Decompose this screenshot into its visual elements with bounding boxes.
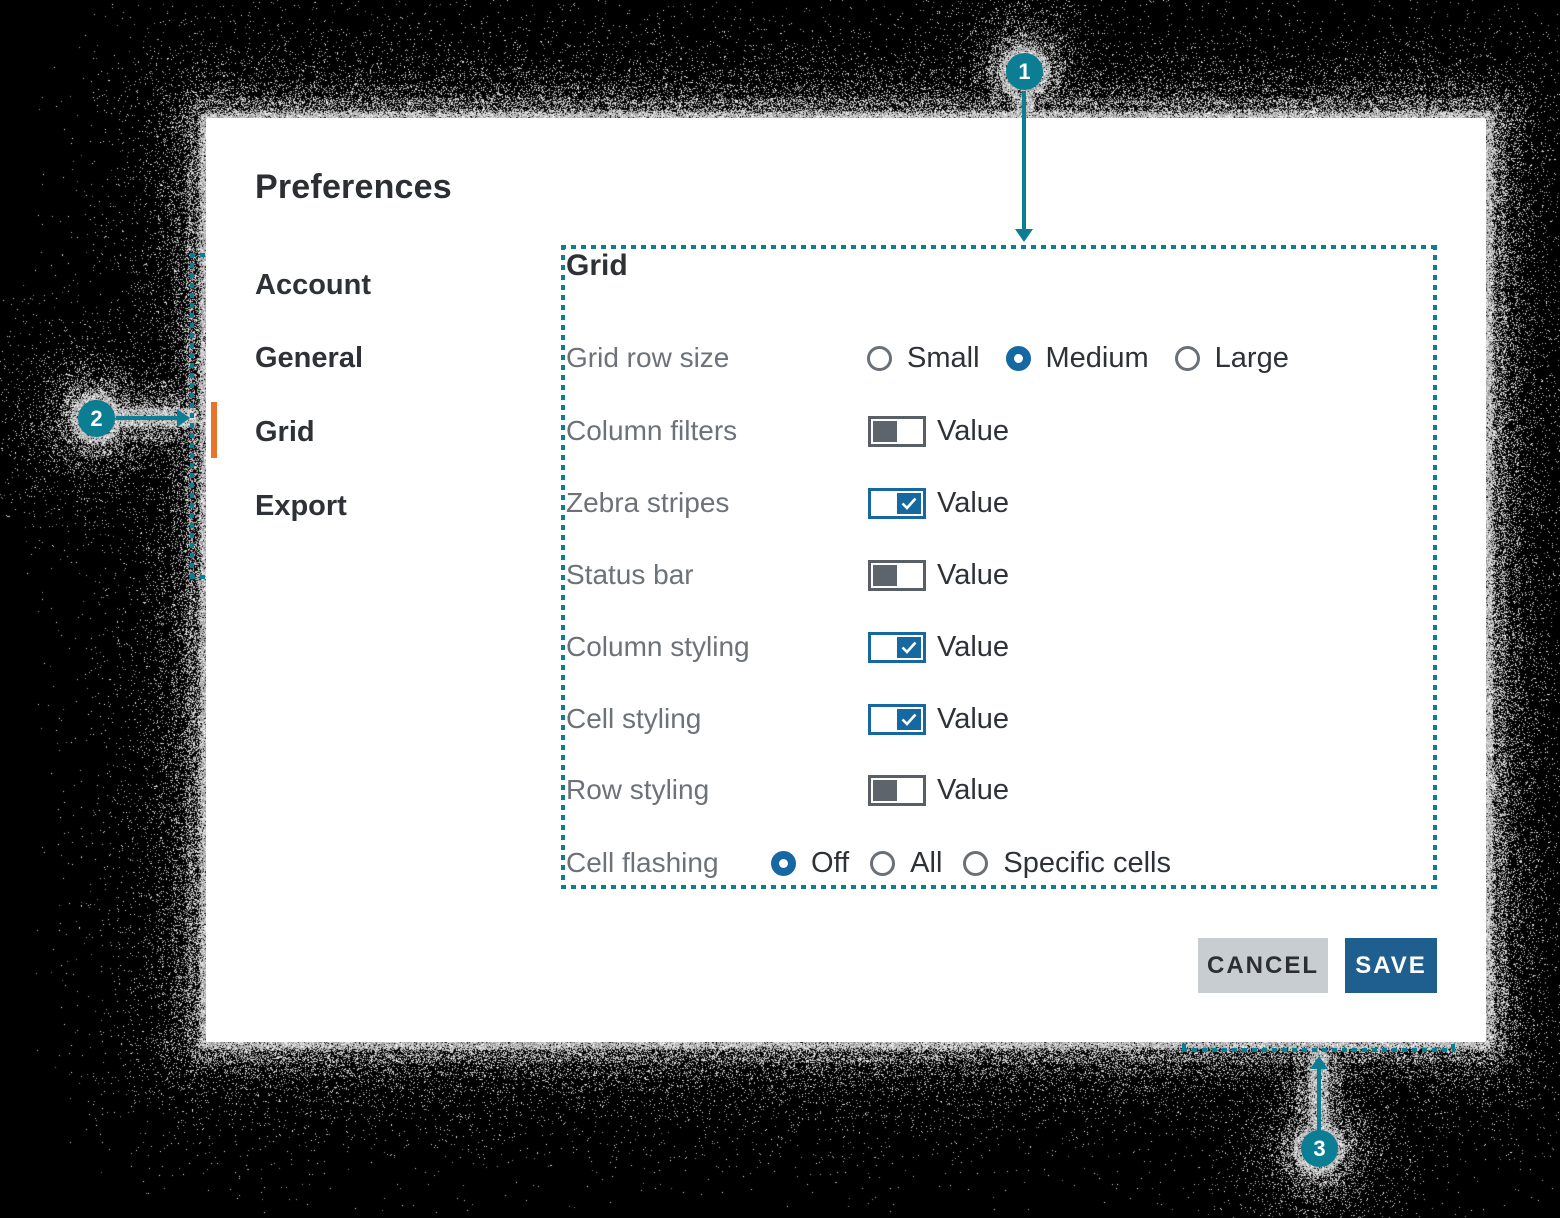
sidebar-nav: AccountGeneralGridExport [206, 118, 506, 1042]
toggle-control: Value [868, 487, 1009, 520]
outline-edge [561, 245, 565, 889]
radio-group-control: Small Medium Large [867, 342, 1289, 375]
callout-1-arrowhead-icon [1015, 229, 1033, 242]
panel-header: Grid [566, 249, 628, 283]
radio-option-large[interactable]: Large [1175, 342, 1289, 375]
setting-label: Cell styling [566, 703, 701, 735]
setting-row: Zebra stripes Value [566, 485, 1432, 521]
setting-row: Row styling Value [566, 772, 1432, 808]
radio-unchecked-icon[interactable] [867, 346, 892, 371]
outline-edge [1433, 245, 1437, 889]
setting-label: Column filters [566, 415, 737, 447]
switch-knob [873, 565, 897, 586]
toggle-control: Value [868, 631, 1009, 664]
radio-option-label: All [910, 847, 942, 880]
setting-row: Cell flashing Off All Specific cells [566, 845, 1432, 881]
radio-option-label: Large [1215, 342, 1289, 375]
switch-checkbox-on[interactable] [868, 488, 926, 519]
toggle-control: Value [868, 559, 1009, 592]
setting-row: Cell styling Value [566, 701, 1432, 737]
sidebar-item-general[interactable]: General [255, 340, 363, 376]
radio-option-specific-cells[interactable]: Specific cells [963, 847, 1171, 880]
radio-option-medium[interactable]: Medium [1006, 342, 1149, 375]
active-item-indicator [211, 402, 217, 458]
toggle-value-label: Value [937, 703, 1009, 736]
radio-checked-icon[interactable] [1006, 346, 1031, 371]
radio-option-label: Medium [1046, 342, 1149, 375]
save-button[interactable]: SAVE [1345, 938, 1437, 993]
switch-checkbox-off[interactable] [868, 560, 926, 591]
setting-label: Column styling [566, 631, 750, 663]
toggle-value-label: Value [937, 415, 1009, 448]
switch-checkbox-off[interactable] [868, 416, 926, 447]
radio-unchecked-icon[interactable] [870, 851, 895, 876]
radio-option-all[interactable]: All [870, 847, 942, 880]
callout-2-arrow-line [116, 416, 178, 420]
setting-label: Grid row size [566, 342, 729, 374]
outline-edge [1182, 1048, 1455, 1052]
setting-label: Zebra stripes [566, 487, 729, 519]
cancel-button[interactable]: CANCEL [1198, 938, 1328, 993]
switch-checkbox-on[interactable] [868, 632, 926, 663]
dialog-actions: CANCEL SAVE [1198, 938, 1437, 993]
callout-3-arrow-line [1317, 1069, 1321, 1131]
callout-2-arrowhead-icon [177, 409, 190, 427]
callout-marker-2: 2 [78, 400, 115, 437]
sidebar-item-export[interactable]: Export [255, 488, 347, 524]
callout-marker-1: 1 [1006, 53, 1043, 90]
switch-knob [897, 493, 921, 514]
toggle-control: Value [868, 415, 1009, 448]
radio-option-label: Small [907, 342, 980, 375]
callout-3-arrowhead-icon [1310, 1056, 1328, 1069]
switch-knob [873, 780, 897, 801]
switch-knob [897, 709, 921, 730]
checkmark-icon [901, 641, 917, 654]
switch-knob [897, 637, 921, 658]
outline-edge [561, 885, 1437, 889]
radio-unchecked-icon[interactable] [1175, 346, 1200, 371]
radio-option-off[interactable]: Off [771, 847, 849, 880]
switch-knob [873, 421, 897, 442]
setting-label: Row styling [566, 774, 709, 806]
switch-checkbox-off[interactable] [868, 775, 926, 806]
setting-row: Column filters Value [566, 413, 1432, 449]
grid-settings-panel: Grid Grid row size Small Medium LargeColumn… [561, 245, 1437, 889]
sidebar-item-account[interactable]: Account [255, 267, 371, 303]
toggle-value-label: Value [937, 631, 1009, 664]
outline-edge [190, 253, 194, 579]
setting-row: Column styling Value [566, 629, 1432, 665]
toggle-value-label: Value [937, 774, 1009, 807]
toggle-value-label: Value [937, 559, 1009, 592]
radio-unchecked-icon[interactable] [963, 851, 988, 876]
radio-checked-icon[interactable] [771, 851, 796, 876]
outline-edge [561, 245, 1437, 249]
sidebar-item-grid-active[interactable]: Grid [255, 414, 315, 450]
setting-label: Cell flashing [566, 847, 719, 879]
checkmark-icon [901, 713, 917, 726]
setting-row: Status bar Value [566, 557, 1432, 593]
toggle-control: Value [868, 703, 1009, 736]
switch-checkbox-on[interactable] [868, 704, 926, 735]
toggle-value-label: Value [937, 487, 1009, 520]
setting-label: Status bar [566, 559, 694, 591]
radio-option-label: Specific cells [1003, 847, 1171, 880]
toggle-control: Value [868, 774, 1009, 807]
checkmark-icon [901, 497, 917, 510]
setting-row: Grid row size Small Medium Large [566, 340, 1432, 376]
callout-1-arrow-line [1022, 91, 1026, 231]
callout-marker-3: 3 [1301, 1130, 1338, 1167]
radio-option-small[interactable]: Small [867, 342, 980, 375]
radio-option-label: Off [811, 847, 849, 880]
radio-group-control: Off All Specific cells [771, 847, 1171, 880]
